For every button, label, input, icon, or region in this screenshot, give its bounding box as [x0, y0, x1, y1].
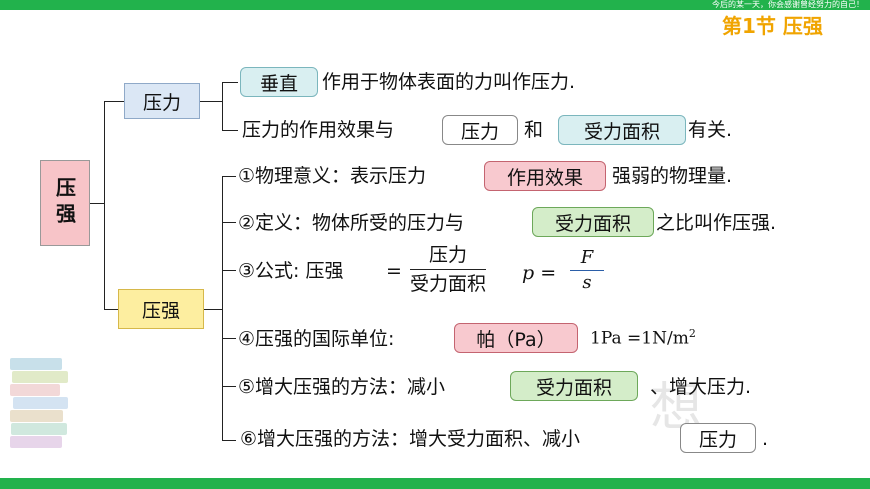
bottom-green-bar [0, 478, 870, 489]
connector [222, 270, 236, 271]
blank-force: 压力 [442, 115, 518, 145]
blank-area-definition: 受力面积 [532, 207, 654, 237]
item1-suffix: 强弱的物理量. [612, 165, 733, 187]
node-pressure: 压强 [118, 289, 204, 329]
formula-equals: = [386, 260, 402, 282]
blank-perpendicular: 垂直 [240, 67, 318, 97]
connector [204, 309, 222, 310]
connector [222, 338, 236, 339]
item5-prefix: ⑤增大压强的方法：减小 [238, 376, 446, 398]
connector [222, 176, 236, 177]
node-pressure-label: 压强 [141, 299, 180, 322]
node-pressure-force: 压力 [124, 83, 200, 119]
formula-numerator: 压力 [429, 244, 468, 266]
formula-denominator: 受力面积 [410, 273, 487, 295]
formula-symbol-lhs: p = [522, 262, 557, 284]
effect-text-suffix: 有关. [688, 119, 733, 141]
item3-prefix: ③公式: 压强 [238, 260, 344, 282]
connector [90, 203, 104, 204]
item6-prefix: ⑥增大压强的方法：增大受力面积、减小 [240, 428, 581, 450]
connector [222, 82, 223, 130]
blank-effect: 作用效果 [484, 161, 606, 191]
item4-prefix: ④压强的国际单位: [238, 328, 395, 350]
section-title: 第1节 压强 [722, 14, 823, 38]
connector [222, 176, 223, 440]
unit-note: 1Pa =1N/m2 [590, 327, 696, 349]
connector [222, 440, 236, 441]
symbol-fraction-bar [570, 270, 604, 271]
connector [104, 101, 124, 102]
blank-unit: 帕（Pa） [454, 323, 578, 353]
connector [222, 222, 236, 223]
definition-pressure-force: 作用于物体表面的力叫作压力. [322, 71, 576, 93]
node-pressure-force-label: 压力 [142, 91, 181, 114]
blank-perpendicular-text: 垂直 [259, 72, 298, 95]
formula-fraction: 压力 受力面积 [410, 244, 487, 295]
item2-prefix: ②定义：物体所受的压力与 [238, 212, 465, 234]
effect-text-prefix: 压力的作用效果与 [242, 119, 395, 141]
blank-area-reduce: 受力面积 [510, 371, 638, 401]
connector [222, 386, 236, 387]
connector [200, 101, 222, 102]
blank-force-reduce-text: 压力 [698, 428, 737, 451]
blank-effect-text: 作用效果 [506, 166, 583, 189]
item5-suffix: 、增大压力. [650, 376, 752, 398]
books-illustration [10, 358, 68, 458]
unit-note-sup: 2 [688, 327, 696, 340]
blank-contact-area-text: 受力面积 [583, 120, 660, 143]
item1-prefix: ①物理意义：表示压力 [238, 165, 427, 187]
blank-force-reduce: 压力 [680, 423, 756, 453]
formula-symbol-den: s [582, 272, 592, 293]
blank-area-reduce-text: 受力面积 [535, 376, 612, 399]
effect-text-middle: 和 [524, 119, 544, 141]
top-green-bar [0, 0, 870, 10]
root-node: 压强 [40, 160, 90, 246]
header-slogan: 今后的某一天，你会感谢曾经努力的自己！ [712, 0, 864, 9]
blank-contact-area: 受力面积 [558, 115, 686, 145]
item6-suffix: . [762, 428, 769, 450]
blank-unit-text: 帕（Pa） [476, 328, 556, 351]
connector [222, 130, 238, 131]
formula-symbol-fraction: F s [570, 248, 604, 293]
item2-suffix: 之比叫作压强. [656, 212, 777, 234]
blank-force-text: 压力 [460, 120, 499, 143]
blank-area-definition-text: 受力面积 [554, 212, 631, 235]
unit-note-text: 1Pa =1N/m [590, 328, 689, 349]
connector [104, 101, 105, 309]
connector [104, 309, 118, 310]
fraction-bar [410, 269, 487, 270]
formula-symbol-num: F [580, 247, 594, 268]
connector [222, 82, 238, 83]
root-node-label: 压强 [52, 177, 77, 229]
